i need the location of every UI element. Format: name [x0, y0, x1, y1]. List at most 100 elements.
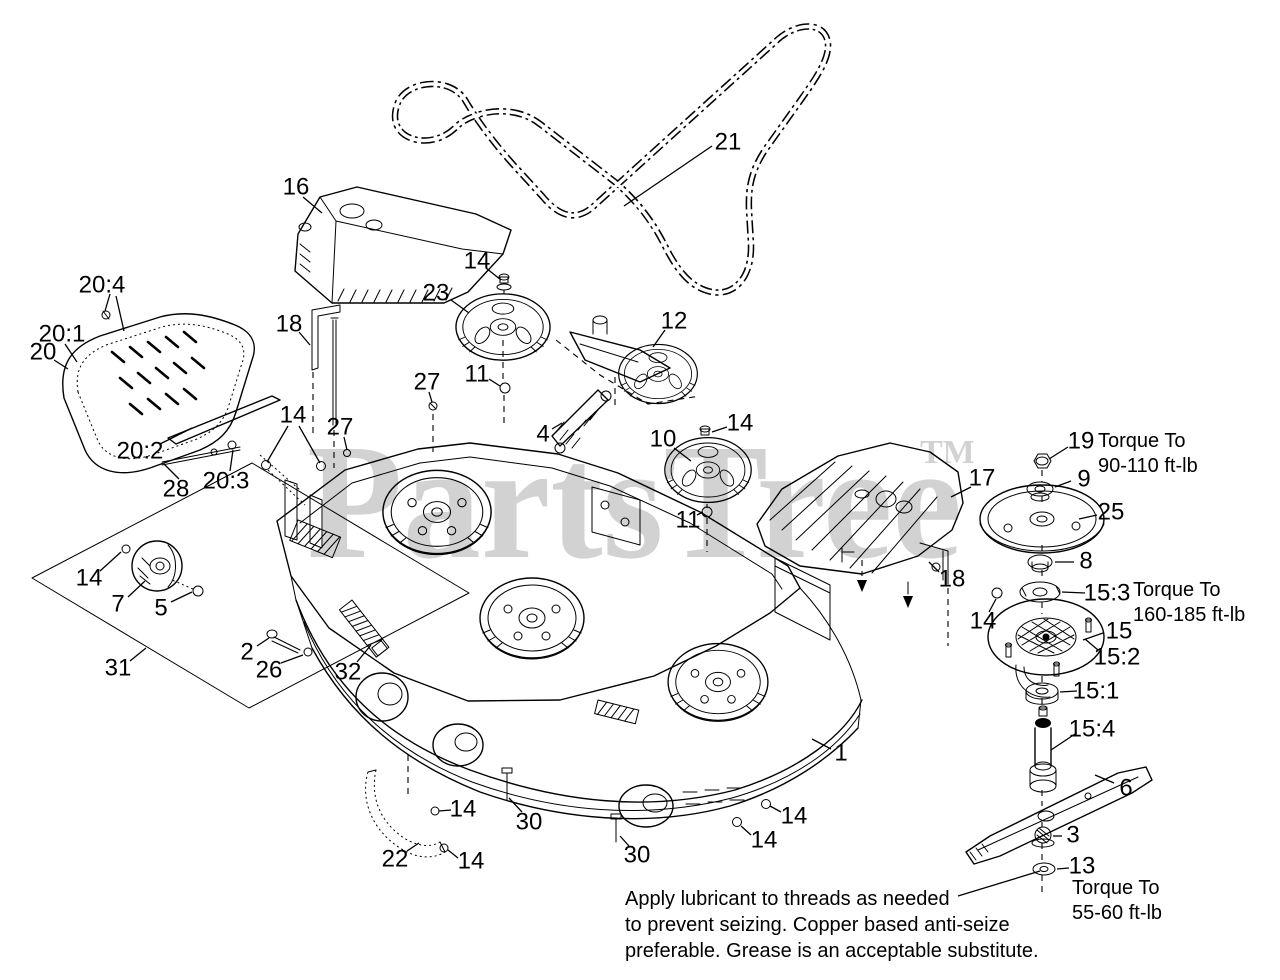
leader-line-15 — [1082, 632, 1104, 641]
callout-22: 22 — [382, 846, 409, 873]
callout-3: 3 — [1066, 822, 1079, 849]
torque-note-line: 160-185 ft-lb — [1133, 604, 1246, 626]
callout-14: 14 — [76, 565, 103, 592]
lubrication-note-line: Apply lubricant to threads as needed — [625, 888, 950, 910]
leader-line-18 — [928, 561, 940, 573]
leader-line-30 — [508, 797, 523, 813]
callout-32: 32 — [335, 659, 362, 686]
leader-line-9 — [1054, 480, 1072, 488]
callout-18: 18 — [276, 311, 303, 338]
leader-line-15:4 — [1050, 733, 1076, 751]
callout-27: 27 — [327, 414, 354, 441]
leader-line-10 — [673, 447, 692, 462]
leader-line-22 — [406, 842, 420, 852]
callout-20:1: 20:1 — [39, 321, 86, 348]
leader-line-27 — [343, 436, 348, 451]
callout-2: 2 — [240, 639, 253, 666]
callout-20: 20 — [30, 339, 57, 366]
panel-31-drawing — [31, 462, 470, 709]
leader-line-27 — [428, 391, 433, 403]
callout-19: 19 — [1068, 428, 1095, 455]
callout-23: 23 — [423, 280, 450, 307]
callout-25: 25 — [1098, 499, 1125, 526]
note-leader — [957, 870, 1041, 897]
leader-line-20:2 — [159, 427, 193, 445]
callout-16: 16 — [283, 174, 310, 201]
callout-14: 14 — [970, 608, 997, 635]
torque-note-160-185: Torque To 160-185 ft-lb — [1133, 578, 1245, 628]
leader-line-31 — [129, 647, 147, 662]
leader-line-12 — [652, 329, 666, 348]
leader-line-14 — [99, 551, 122, 572]
torque-note-line: Torque To — [1072, 877, 1160, 899]
leader-line-28 — [163, 463, 180, 480]
leader-line-15:3 — [1061, 591, 1086, 594]
leader-line-17 — [950, 486, 972, 498]
leader-line-4 — [551, 422, 563, 430]
callout-4: 4 — [536, 421, 549, 448]
cover-20-drawing — [62, 310, 326, 474]
callout-17: 17 — [969, 465, 996, 492]
callout-28: 28 — [163, 476, 190, 503]
torque-note-line: 55-60 ft-lb — [1072, 902, 1163, 924]
callout-11: 11 — [676, 507, 701, 534]
wheel-7-drawing — [121, 540, 204, 597]
callout-15:2: 15:2 — [1094, 644, 1141, 671]
leader-line-30 — [619, 835, 630, 847]
torque-note-line: Torque To — [1098, 430, 1186, 452]
callout-30: 30 — [624, 842, 651, 869]
callout-20:4: 20:4 — [79, 272, 126, 299]
leader-line-14 — [266, 425, 289, 463]
leader-line-14 — [711, 426, 728, 433]
leader-line-18 — [298, 331, 311, 346]
leader-line-20:4 — [104, 293, 111, 312]
callout-6: 6 — [1119, 775, 1132, 802]
leader-line-14 — [438, 809, 452, 812]
torque-note-line: 90-110 ft-lb — [1098, 455, 1198, 477]
callout-15:3: 15:3 — [1084, 580, 1131, 607]
leader-line-14 — [485, 267, 502, 281]
callout-14: 14 — [727, 410, 754, 437]
leader-line-2 — [256, 637, 270, 647]
callout-9: 9 — [1077, 466, 1090, 493]
decal-32-drawing — [266, 599, 390, 658]
torque-note-90-110: Torque To 90-110 ft-lb — [1098, 429, 1198, 479]
callout-20:3: 20:3 — [203, 468, 250, 495]
leader-line-14 — [769, 805, 782, 813]
callout-14: 14 — [280, 402, 307, 429]
torque-note-55-60: Torque To 55-60 ft-lb — [1072, 876, 1162, 926]
leader-line-1 — [811, 738, 832, 750]
cover-17-drawing — [756, 442, 964, 646]
idler-arm-12-drawing — [555, 315, 701, 410]
callout-11: 11 — [465, 361, 490, 388]
leader-line-21 — [623, 145, 713, 207]
callout-14: 14 — [464, 248, 491, 275]
spindle-column-drawing — [979, 453, 1105, 894]
watermark: PartsTree TM — [307, 410, 975, 593]
callout-15:1: 15:1 — [1073, 678, 1120, 705]
callout-26: 26 — [256, 657, 283, 684]
lubrication-note-line: to prevent seizing. Copper based anti-se… — [625, 914, 1010, 936]
spring-4-drawing — [551, 389, 612, 454]
leader-line-15:2 — [1084, 638, 1099, 651]
watermark-text: PartsTree — [307, 410, 962, 593]
callout-20:2: 20:2 — [117, 438, 164, 465]
callout-5: 5 — [154, 595, 167, 622]
callout-13: 13 — [1069, 853, 1096, 880]
leader-line-11 — [488, 378, 501, 387]
callout-8: 8 — [1079, 548, 1092, 575]
callout-18: 18 — [939, 566, 966, 593]
watermark-tm: TM — [920, 434, 975, 471]
leader-line-14 — [447, 849, 459, 859]
callout-10: 10 — [650, 426, 677, 453]
callout-21: 21 — [715, 129, 742, 156]
blade-6-drawing — [965, 766, 1153, 865]
callout-27: 27 — [414, 369, 441, 396]
lubrication-note: Apply lubricant to threads as needed to … — [625, 886, 1039, 964]
callout-layer: 21 16 14 23 18 1 2 11 27 4 20:4 20:120 20:2 28 20:3 14 2… — [30, 129, 1141, 880]
callout-15:4: 15:4 — [1069, 716, 1116, 743]
callout-1: 1 — [834, 740, 847, 767]
leader-line-23 — [450, 299, 470, 314]
leader-line-20 — [53, 359, 69, 370]
